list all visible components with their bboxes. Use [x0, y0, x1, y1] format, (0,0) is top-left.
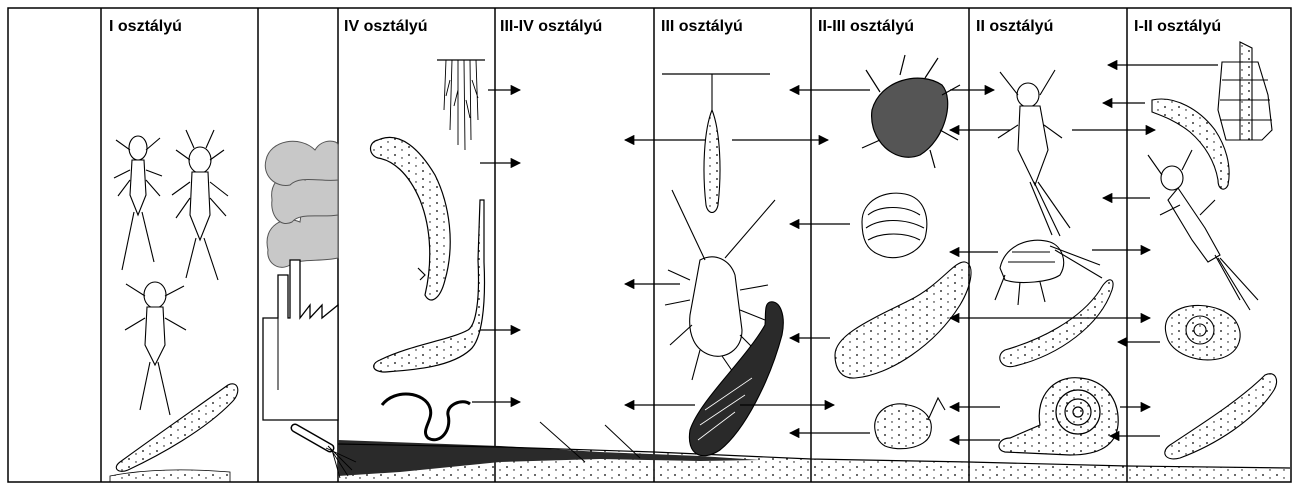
flatworm-icon — [115, 383, 239, 472]
mayfly-nymph-icon-3 — [997, 69, 1071, 237]
sewage-fungus-icon — [437, 59, 485, 151]
pond-snail-icon — [998, 377, 1119, 456]
bloodworm-icon — [369, 136, 451, 301]
flatworm-icon-2 — [1164, 373, 1278, 460]
zone-label-ii-iii: II-III osztályú — [818, 18, 915, 35]
zone-label-i-ii: I-II osztályú — [1134, 18, 1222, 35]
tubifex-worm-icon — [380, 392, 471, 442]
mayfly-nymph-icon-2 — [124, 281, 187, 416]
river-snail-icon — [1164, 304, 1241, 361]
caddisfly-larva-icon — [1151, 98, 1230, 190]
bladder-snail-icon — [874, 396, 946, 450]
water-beetle-larva-icon — [861, 54, 961, 169]
stonefly-nymph-icon-2 — [1147, 149, 1259, 311]
horse-leech-icon — [834, 261, 972, 379]
zone-label-iii: III osztályú — [661, 18, 743, 35]
stonefly-nymph-icon — [171, 129, 229, 281]
zone-label-ii: II osztályú — [976, 18, 1054, 35]
mayfly-nymph-icon — [113, 135, 163, 271]
zone-label-iii-iv: III-IV osztályú — [500, 18, 603, 35]
leech-icon — [688, 301, 784, 457]
sediment-ticks — [539, 421, 641, 463]
migration-arrows — [472, 59, 1218, 446]
factory-icon — [262, 140, 357, 479]
caddisfly-case-icon — [1217, 41, 1273, 141]
rat-tailed-maggot-icon — [373, 199, 486, 373]
pea-clam-icon — [861, 192, 928, 259]
hoverfly-larva-icon — [662, 73, 770, 214]
zone-label-i: I osztályú — [109, 18, 182, 35]
zone-label-iv: IV osztályú — [344, 18, 428, 35]
water-louse-icon — [664, 189, 776, 381]
freshwater-shrimp-icon — [994, 239, 1103, 306]
worm-larva-icon — [999, 279, 1114, 368]
